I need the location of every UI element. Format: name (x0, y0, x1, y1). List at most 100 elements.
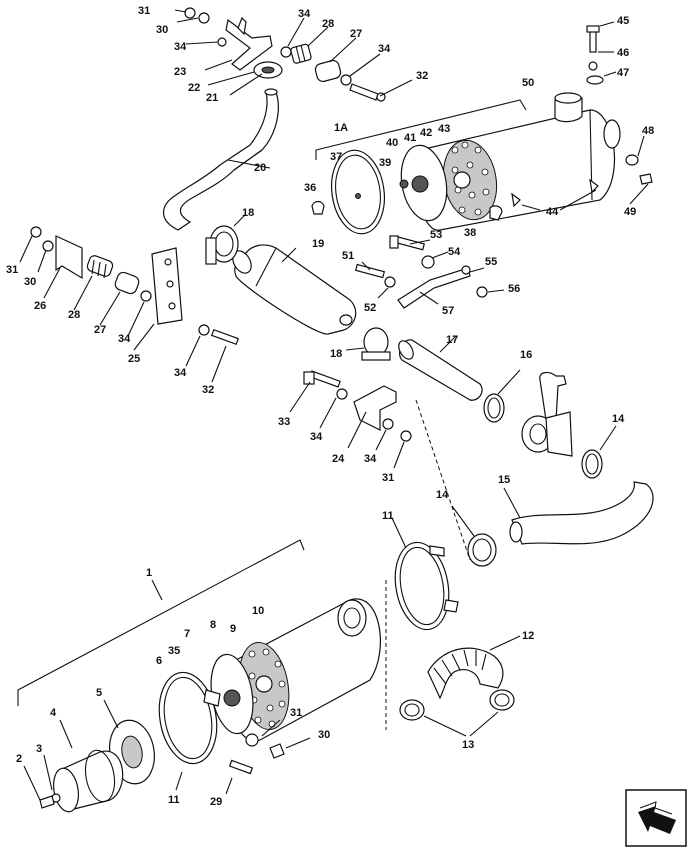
callout: 17 (446, 334, 458, 346)
callout: 30 (24, 276, 36, 288)
callout: 41 (404, 132, 416, 144)
callout: 31 (138, 5, 150, 17)
air-cleaner-assembly-lower (210, 598, 381, 742)
callout: 42 (420, 127, 432, 139)
callout: 49 (624, 206, 636, 218)
callout: 21 (206, 92, 218, 104)
callout: 28 (68, 309, 80, 321)
air-cleaner-end-cover (23, 699, 155, 813)
callout: 36 (304, 182, 316, 194)
callout: 34 (378, 43, 391, 55)
callout: 52 (364, 302, 376, 314)
upper-exhaust-pipe (162, 88, 279, 231)
group-leader-1 (151, 579, 163, 601)
callout: 34 (118, 333, 131, 345)
mounting-band-upper (391, 517, 459, 631)
callout: 6 (156, 655, 162, 667)
callout: 31 (6, 264, 18, 276)
callout: 14 (436, 489, 449, 501)
hose-clamp-lower (451, 505, 497, 567)
exhaust-inlet-pipe (503, 481, 654, 545)
callout: 5 (96, 687, 102, 699)
callout: 57 (442, 305, 454, 317)
callout: 1A (334, 122, 348, 134)
air-cleaner-cover (311, 149, 503, 235)
callout: 26 (34, 300, 46, 312)
callout: 23 (174, 66, 186, 78)
air-cleaner-assembly-upper (399, 92, 621, 231)
callout: 54 (448, 246, 461, 258)
callout: 11 (168, 794, 180, 806)
upper-bracket-assembly (174, 7, 413, 102)
callout: 31 (382, 472, 394, 484)
callout: 27 (94, 324, 106, 336)
callout: 46 (617, 47, 629, 59)
callout: 29 (210, 796, 222, 808)
group-bracket-1a (315, 99, 527, 160)
callout: 32 (416, 70, 428, 82)
callout: 19 (312, 238, 324, 250)
callout: 47 (617, 67, 629, 79)
callout: 11 (382, 510, 394, 522)
callout: 40 (386, 137, 398, 149)
callout: 10 (252, 605, 264, 617)
callout: 34 (174, 41, 187, 53)
callout: 34 (298, 8, 311, 20)
callout: 35 (168, 645, 180, 657)
callout: 4 (50, 707, 57, 719)
group-bracket-1 (17, 539, 305, 706)
muffler (232, 244, 357, 335)
callout: 38 (464, 227, 476, 239)
callout: 20 (254, 162, 266, 174)
callout: 14 (612, 413, 625, 425)
callout: 45 (617, 15, 629, 27)
callout: 31 (290, 707, 302, 719)
callout-labels: 31 30 34 23 22 21 34 28 27 34 32 20 50 1… (6, 5, 654, 808)
lower-middle-fasteners (289, 370, 412, 469)
callout: 28 (322, 18, 334, 30)
callout: 44 (546, 206, 559, 218)
pipe-alignment-line (415, 399, 471, 561)
callout: 50 (522, 77, 534, 89)
callout: 13 (462, 739, 474, 751)
turbo-elbow-assembly (483, 369, 617, 479)
callout: 15 (498, 474, 510, 486)
callout: 51 (342, 250, 354, 262)
callout: 27 (350, 28, 362, 40)
callout: 1 (146, 567, 152, 579)
callout: 18 (330, 348, 342, 360)
callout: 9 (230, 623, 236, 635)
pipe-clamp-upper (205, 213, 247, 265)
callout: 43 (438, 123, 450, 135)
callout: 3 (36, 743, 42, 755)
intake-hose-assembly (399, 635, 521, 737)
callout: 25 (128, 353, 140, 365)
next-page-arrow-icon[interactable] (625, 789, 687, 847)
callout: 2 (16, 753, 22, 765)
lower-fasteners (225, 719, 311, 795)
callout: 56 (508, 283, 520, 295)
exhaust-pipe-middle (345, 327, 483, 401)
callout: 34 (174, 367, 187, 379)
callout: 30 (156, 24, 168, 36)
callout: 16 (520, 349, 532, 361)
middle-fasteners (354, 235, 505, 309)
callout: 30 (318, 729, 330, 741)
callout: 22 (188, 82, 200, 94)
callout: 34 (364, 453, 377, 465)
callout: 55 (485, 256, 497, 268)
callout: 37 (330, 151, 342, 163)
callout: 34 (310, 431, 323, 443)
callout: 12 (522, 630, 534, 642)
callout: 24 (332, 453, 345, 465)
callout: 39 (379, 157, 391, 169)
callout: 32 (202, 384, 214, 396)
callout: 33 (278, 416, 290, 428)
upper-right-fasteners (521, 21, 653, 211)
callout: 8 (210, 619, 216, 631)
callout: 53 (430, 229, 442, 241)
mounting-band-lower (158, 671, 221, 791)
callout: 48 (642, 125, 654, 137)
callout: 18 (242, 207, 254, 219)
